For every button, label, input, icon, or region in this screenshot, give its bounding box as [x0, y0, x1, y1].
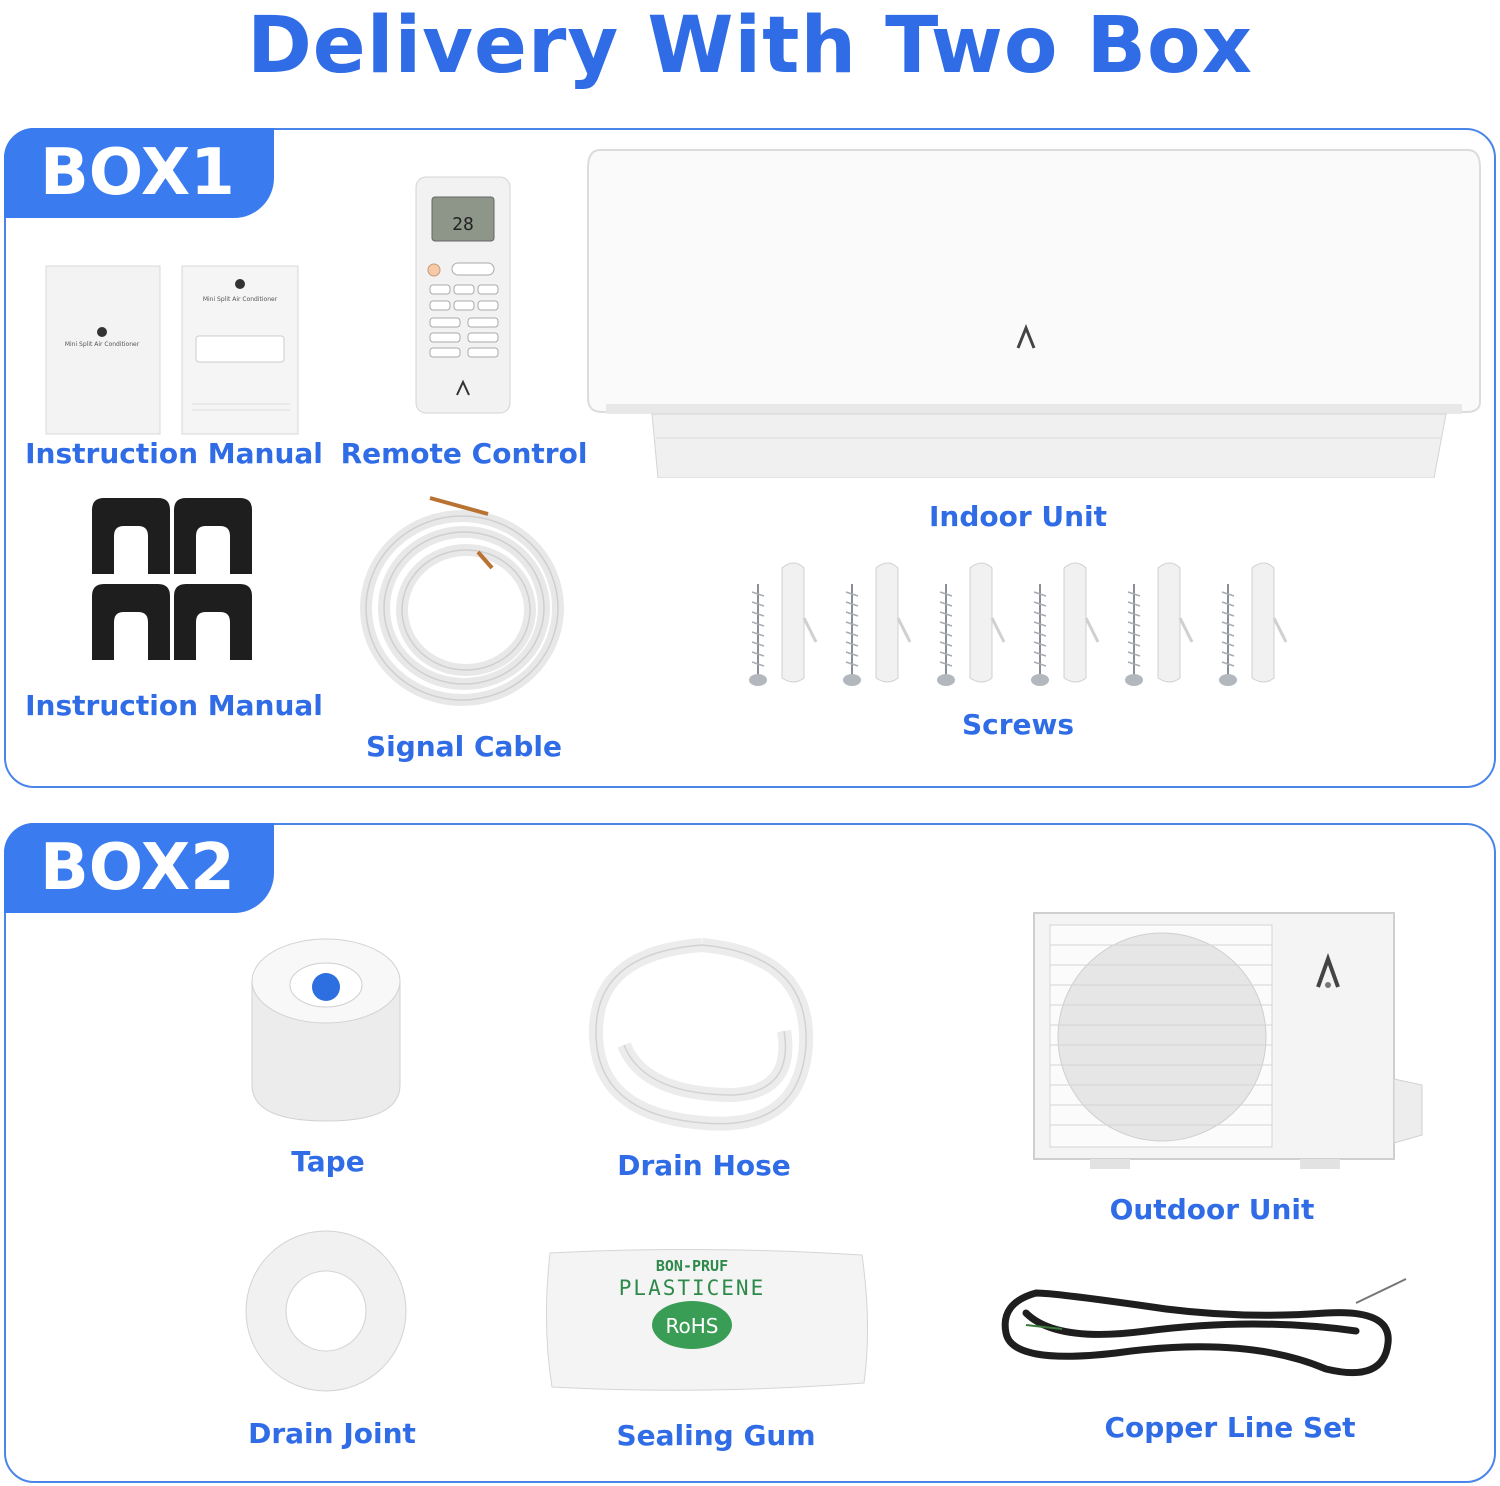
instruction-manual-image: Mini Split Air Conditioner Mini Split Ai… [44, 264, 304, 436]
label-screws: Screws [961, 708, 1075, 741]
label-drain-joint: Drain Joint [248, 1417, 416, 1450]
label-drain-hose: Drain Hose [617, 1149, 791, 1182]
rubber-pads-image [90, 496, 254, 662]
svg-text:28: 28 [452, 214, 474, 235]
label-indoor-unit: Indoor Unit [928, 500, 1108, 533]
label-sealing-gum: Sealing Gum [616, 1419, 816, 1452]
indoor-unit-image [586, 148, 1482, 478]
box2-badge: BOX2 [4, 823, 274, 913]
label-instruction-manual: Instruction Manual [25, 437, 323, 470]
gum-product-text: PLASTICENE [619, 1276, 765, 1300]
label-tape: Tape [291, 1145, 365, 1178]
drain-hose-image [584, 935, 820, 1135]
remote-control-image: 28 [414, 175, 512, 415]
box1-panel: BOX1 Mini Split Air Conditioner Mini Spl… [4, 128, 1496, 788]
svg-text:Mini Split Air Conditioner: Mini Split Air Conditioner [65, 341, 140, 348]
box2-panel: BOX2 Tape Drain Hose [4, 823, 1496, 1483]
label-pads: Instruction Manual [25, 689, 323, 722]
signal-cable-image [358, 492, 572, 706]
sealing-gum-image: BON-PRUF PLASTICENE RoHS [542, 1245, 876, 1395]
copper-line-set-image [996, 1273, 1416, 1383]
page-title: Delivery With Two Box [247, 1, 1253, 91]
svg-text:Mini Split Air Conditioner: Mini Split Air Conditioner [203, 296, 278, 303]
screws-image [746, 558, 1292, 692]
label-outdoor-unit: Outdoor Unit [1109, 1193, 1315, 1226]
outdoor-unit-image [1030, 909, 1430, 1179]
gum-brand-text: BON-PRUF [656, 1257, 728, 1275]
label-copper-line-set: Copper Line Set [1104, 1411, 1356, 1444]
gum-rohs-badge: RoHS [666, 1314, 719, 1338]
drain-joint-image [242, 1227, 410, 1395]
tape-image [246, 935, 406, 1125]
label-signal-cable: Signal Cable [365, 730, 563, 763]
box1-badge: BOX1 [4, 128, 274, 218]
label-remote-control: Remote Control [340, 437, 588, 470]
